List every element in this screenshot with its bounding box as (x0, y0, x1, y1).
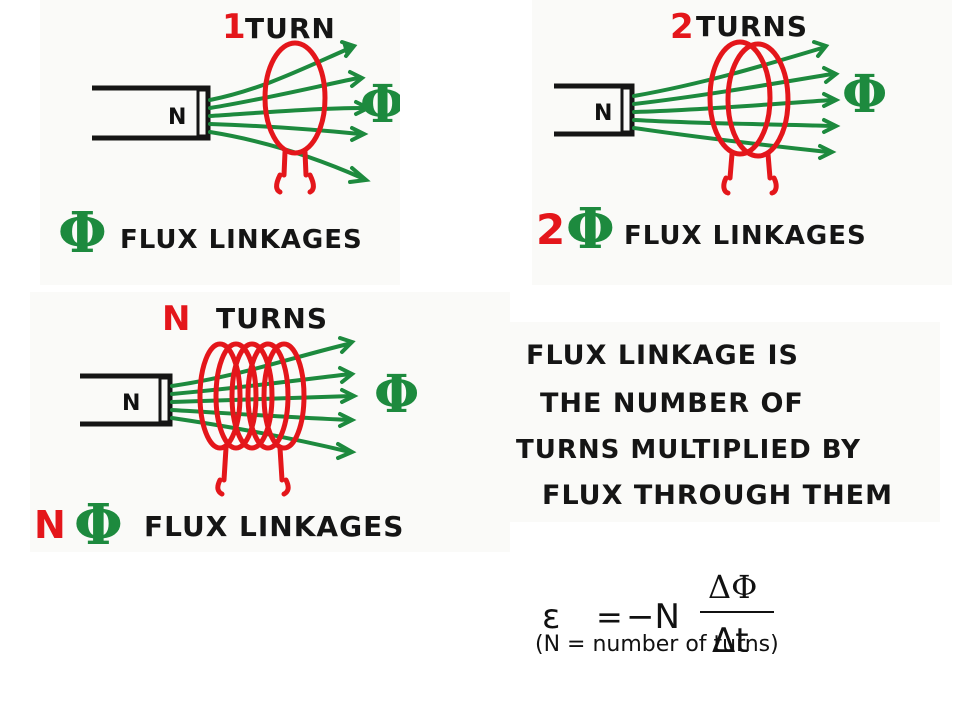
flux-symbol: Φ (360, 74, 400, 135)
definition-line-3: TURNS MULTIPLIED BY (516, 435, 861, 465)
two-turns-count: 2 (670, 7, 694, 47)
formula-coefficient: −N (626, 597, 680, 637)
flux-symbol: Φ (842, 64, 887, 125)
flux-lines (208, 40, 373, 184)
caption-phi: Φ (74, 492, 123, 552)
definition-line-4: FLUX THROUGH THEM (542, 480, 893, 511)
two-turns-word: TURNS (696, 10, 808, 43)
n-turns-count: N (162, 299, 190, 339)
one-turn-count: 1 (222, 7, 246, 47)
faraday-formula: ε = −N ΔΦ Δt (542, 568, 774, 661)
two-turns-diagram: 2 TURNS N Φ 2 Φ FLUX LINKAGES (536, 7, 887, 262)
caption-prefix: N (34, 503, 66, 547)
flux-symbol: Φ (374, 364, 419, 425)
n-turns-word: TURNS (216, 302, 328, 335)
magnet-north-label: N (594, 101, 612, 126)
caption-phi: Φ (566, 196, 615, 262)
formula-equals: = (596, 598, 623, 636)
formula-emf: ε (542, 597, 560, 637)
panel-one-turn: 1 TURN N Φ Φ FLUX LINKA (40, 0, 400, 285)
coil-n-turns (197, 341, 307, 497)
panel-two-turns: 2 TURNS N Φ 2 Φ FLUX LINKAGES (532, 0, 952, 285)
coil-two-turns (707, 39, 791, 196)
one-turn-word: TURN (245, 12, 336, 45)
bar-magnet: N (92, 85, 211, 141)
formula-footnote: (N = number of turns) (535, 632, 779, 657)
formula-numerator: ΔΦ (708, 568, 757, 606)
caption-flux-linkages: FLUX LINKAGES (144, 510, 404, 543)
definition-line-2: THE NUMBER OF (540, 388, 804, 419)
caption-flux-linkages: FLUX LINKAGES (120, 225, 363, 255)
definition-text: FLUX LINKAGE IS THE NUMBER OF TURNS MULT… (516, 340, 893, 511)
one-turn-diagram: 1 TURN N Φ Φ FLUX LINKA (58, 7, 400, 266)
panel-n-turns: N TURNS N Φ N Φ (30, 292, 510, 552)
caption-prefix: 2 (536, 205, 565, 254)
formula-denominator: Δt (712, 621, 749, 661)
coil-single-turn (262, 40, 328, 195)
caption-phi: Φ (58, 200, 107, 266)
caption-flux-linkages: FLUX LINKAGES (624, 221, 867, 251)
magnet-north-label: N (122, 391, 140, 416)
n-turns-diagram: N TURNS N Φ N Φ (34, 299, 419, 552)
definition-line-1: FLUX LINKAGE IS (526, 340, 799, 371)
bar-magnet: N (80, 373, 173, 427)
definition-panel: FLUX LINKAGE IS THE NUMBER OF TURNS MULT… (510, 322, 940, 522)
magnet-north-label: N (168, 105, 186, 130)
bar-magnet: N (554, 83, 635, 137)
